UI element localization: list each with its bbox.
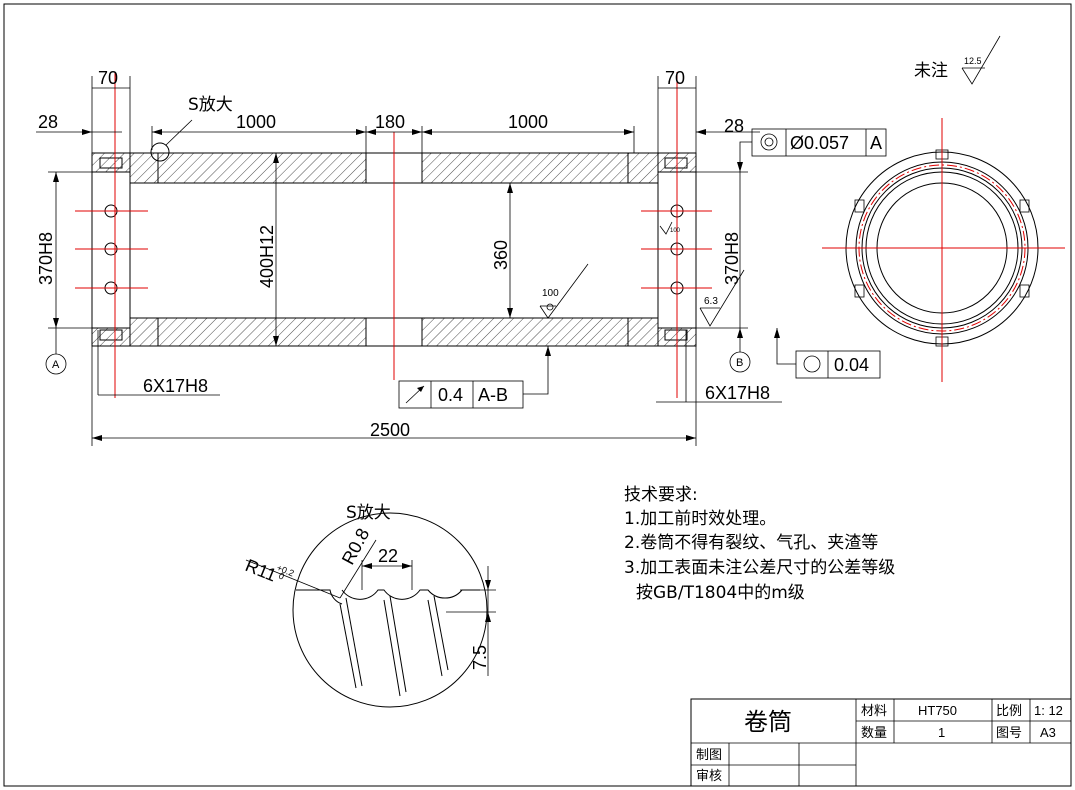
- s-enlarge-label: S放大: [188, 95, 233, 115]
- tolerance-roundness: 0.04: [776, 328, 881, 379]
- material-value: HT750: [918, 703, 957, 718]
- roughness-symbol-12-5: 12.5: [961, 35, 1001, 85]
- dim-holes-right: 6X17H8: [705, 383, 770, 403]
- dim-28-left: 28: [38, 112, 58, 132]
- roughness-symbol-100: 100: [539, 263, 589, 319]
- svg-text:B: B: [736, 357, 743, 369]
- dim-360: 360: [491, 240, 511, 270]
- tech-line-4: 按GB/T1804中的m级: [636, 583, 805, 603]
- hatch-bottom-left: [129, 317, 367, 347]
- qty-value: 1: [938, 725, 945, 740]
- dim-70-left: 70: [98, 68, 118, 88]
- svg-text:0.04: 0.04: [834, 355, 869, 375]
- drawing-no-value: A3: [1040, 725, 1056, 740]
- dim-400h12: 400H12: [257, 225, 277, 288]
- drawing-no-label: 图号: [996, 726, 1022, 741]
- detail-r08: R0.8: [338, 525, 374, 568]
- title-name: 卷筒: [744, 708, 792, 736]
- tech-line-3: 3.加工表面未注公差尺寸的公差等级: [624, 558, 895, 578]
- detail-s-title: S放大: [346, 503, 391, 523]
- dim-180: 180: [375, 112, 405, 132]
- svg-text:0.4: 0.4: [438, 385, 463, 405]
- tech-line-2: 2.卷筒不得有裂纹、气孔、夹渣等: [624, 533, 878, 553]
- datum-b: B: [729, 328, 751, 373]
- hatch-top-left: [129, 152, 367, 184]
- detail-7-5: 7.5: [470, 645, 490, 670]
- svg-text:12.5: 12.5: [964, 56, 982, 66]
- dim-70-right: 70: [665, 68, 685, 88]
- checked-by-label: 审核: [696, 769, 722, 784]
- tech-line-1: 1.加工前时效处理。: [624, 509, 776, 529]
- drawing-frame: [3, 3, 1072, 787]
- dim-28-right: 28: [724, 116, 744, 136]
- svg-text:100: 100: [542, 288, 559, 299]
- detail-r11: R11: [243, 555, 280, 585]
- tolerance-coaxiality: Ø0.057 A: [739, 128, 887, 172]
- dim-2500: 2500: [370, 420, 410, 440]
- dimension-lines: [36, 76, 782, 446]
- dim-holes-left: 6X17H8: [143, 376, 208, 396]
- svg-text:100: 100: [670, 228, 681, 234]
- roughness-symbol-small: 100: [659, 221, 681, 235]
- dim-370h8-right: 370H8: [722, 232, 742, 285]
- svg-text:Ø0.057: Ø0.057: [790, 133, 849, 153]
- qty-label: 数量: [861, 726, 887, 741]
- hatch-bottom-right: [421, 317, 659, 347]
- roughness-symbol-6-3: 6.3: [699, 269, 745, 327]
- title-block: [690, 698, 1072, 787]
- dim-1000-left: 1000: [236, 112, 276, 132]
- svg-text:6.3: 6.3: [704, 296, 718, 307]
- main-section-view: [75, 72, 712, 398]
- end-view: [822, 118, 1065, 382]
- unmarked-roughness-label: 未注: [914, 61, 948, 81]
- arrowheads: [53, 129, 780, 441]
- hatch-top-right: [421, 152, 659, 184]
- tech-title: 技术要求:: [624, 485, 698, 505]
- detail-r11-tol-lower: 0: [277, 571, 285, 582]
- datum-a: A: [45, 328, 67, 375]
- scale-label: 比例: [996, 704, 1022, 719]
- drawn-by-label: 制图: [696, 748, 722, 763]
- detail-s: [245, 512, 496, 708]
- scale-value: 1: 12: [1034, 703, 1063, 718]
- material-label: 材料: [861, 704, 887, 719]
- svg-text:A: A: [870, 133, 882, 153]
- dim-370h8-left: 370H8: [36, 232, 56, 285]
- detail-22: 22: [378, 546, 398, 566]
- svg-text:A: A: [52, 359, 60, 371]
- dim-1000-right: 1000: [508, 112, 548, 132]
- s-marker: [150, 142, 170, 162]
- svg-text:A-B: A-B: [478, 385, 508, 405]
- tolerance-runout: 0.4 A-B: [398, 346, 549, 409]
